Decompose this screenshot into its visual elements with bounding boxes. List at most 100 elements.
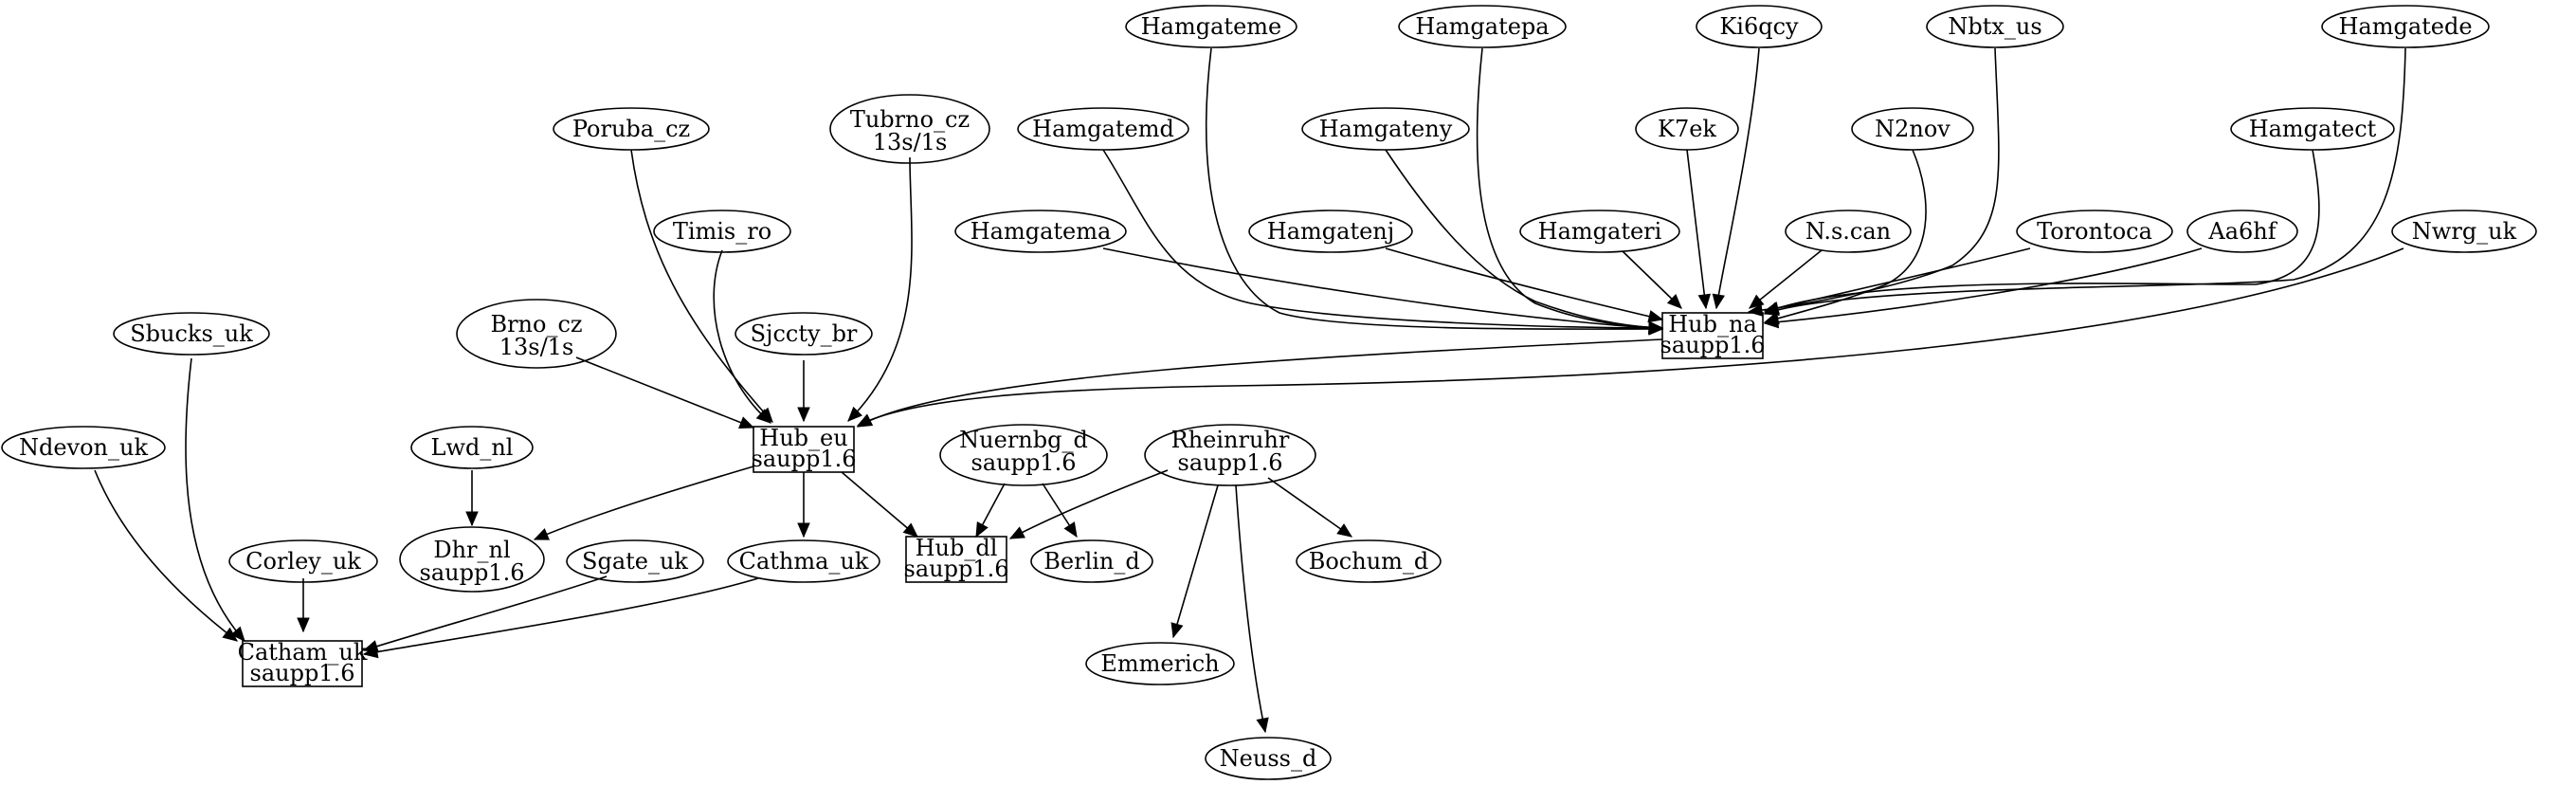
edge-cathma_uk-catham_uk [363, 577, 759, 655]
node-sublabel: saupp1.6 [250, 660, 355, 686]
node-label: Torontoca [2037, 218, 2152, 245]
node-sjccty_br[interactable]: Sjccty_br [735, 312, 873, 356]
node-neuss_d[interactable]: Neuss_d [1205, 737, 1332, 780]
edge-hamgatemd-hub_na [1102, 149, 1663, 329]
node-sbucks_uk[interactable]: Sbucks_uk [113, 312, 270, 356]
node-corley_uk[interactable]: Corley_uk [228, 539, 378, 583]
node-sublabel: saupp1.6 [752, 446, 857, 472]
edge-ki6qcy-hub_na [1715, 47, 1760, 309]
node-bochum_d[interactable]: Bochum_d [1296, 539, 1442, 583]
node-ndevon_uk[interactable]: Ndevon_uk [1, 426, 166, 469]
edge-hub_eu-hub_dl-arrowhead [902, 522, 918, 538]
node-label: Hamgateme [1141, 13, 1281, 40]
node-label: Hamgatepa [1415, 13, 1549, 40]
edge-brno_cz-hub_eu-arrowhead [738, 416, 755, 429]
edge-rheinruhr-hub_dl [1009, 469, 1169, 539]
edge-k7ek-hub_na-arrowhead [1697, 293, 1711, 310]
node-label: Hamgatemd [1032, 116, 1174, 142]
node-sublabel: 13s/1s [499, 334, 574, 360]
node-label: Berlin_d [1043, 548, 1139, 575]
edge-timis_ro-hub_eu-arrowhead [755, 409, 771, 424]
edge-ndevon_uk-catham_uk-arrowhead [222, 627, 239, 642]
edge-hamgatenj-hub_na [1385, 247, 1663, 320]
node-label: Sbucks_uk [130, 320, 253, 347]
node-lwd_nl[interactable]: Lwd_nl [410, 426, 534, 469]
node-n2nov[interactable]: N2nov [1851, 107, 1974, 151]
node-hamgateme[interactable]: Hamgateme [1125, 5, 1297, 48]
node-berlin_d[interactable]: Berlin_d [1030, 539, 1153, 583]
edge-hamgatema-hub_na-arrowhead [1648, 321, 1664, 335]
node-hamgateny[interactable]: Hamgateny [1301, 107, 1470, 151]
node-label: Ndevon_uk [19, 434, 148, 461]
node-nbtx_us[interactable]: Nbtx_us [1926, 5, 2064, 48]
edge-ndevon_uk-catham_uk [94, 469, 238, 642]
node-torontoca[interactable]: Torontoca [2016, 210, 2173, 253]
node-timis_ro[interactable]: Timis_ro [653, 210, 791, 253]
edge-timis_ro-hub_eu [713, 249, 771, 424]
edge-tubrno_cz-hub_eu-arrowhead [847, 406, 862, 422]
edge-hub_eu-dhr_nl-arrowhead [533, 528, 550, 540]
node-sublabel: saupp1.6 [971, 449, 1077, 476]
node-hamgatede[interactable]: Hamgatede [2321, 5, 2490, 48]
node-label: Nuernbg_d [959, 427, 1088, 453]
edge-sbucks_uk-catham_uk-arrowhead [230, 626, 245, 642]
node-label: Dhr_nl [433, 537, 510, 563]
node-label: Poruba_cz [572, 116, 690, 142]
node-label: Hub_na [1668, 311, 1757, 338]
edge-rheinruhr-neuss_d [1235, 484, 1266, 733]
node-sublabel: saupp1.6 [904, 556, 1009, 582]
edge-rheinruhr-emmerich [1172, 484, 1219, 638]
node-label: Timis_ro [673, 218, 771, 245]
node-label: Sjccty_br [751, 320, 858, 347]
edge-hamgatema-hub_na [1102, 247, 1663, 330]
node-emmerich[interactable]: Emmerich [1085, 642, 1235, 685]
node-sgate_uk[interactable]: Sgate_uk [566, 539, 704, 583]
edge-hamgateme-hub_na [1206, 47, 1663, 330]
node-label: Rheinruhr [1171, 427, 1290, 453]
nodes-layer: Hamgateme Hamgatepa Ki6qcy Nbtx_us Hamga… [1, 5, 2537, 780]
node-n_s_can[interactable]: N.s.can [1785, 210, 1912, 253]
edge-k7ek-hub_na [1686, 149, 1707, 309]
node-label: Sgate_uk [582, 548, 688, 575]
edge-lwd_nl-dhr_nl-arrowhead [465, 511, 479, 527]
edge-aa6hf-hub_na-arrowhead [1763, 315, 1780, 329]
node-hamgatema[interactable]: Hamgatema [954, 210, 1127, 253]
node-label: Cathma_uk [739, 548, 869, 575]
node-hamgatepa[interactable]: Hamgatepa [1398, 5, 1567, 48]
edge-nuernbg_d-berlin_d-arrowhead [1063, 521, 1078, 539]
edge-sbucks_uk-catham_uk [185, 357, 245, 642]
node-cathma_uk[interactable]: Cathma_uk [727, 539, 880, 583]
node-label: Emmerich [1100, 650, 1219, 677]
edge-rheinruhr-neuss_d-arrowhead [1256, 717, 1269, 734]
node-label: Lwd_nl [431, 434, 514, 461]
arrowheads-layer [222, 293, 1780, 734]
node-label: K7ek [1658, 116, 1716, 142]
edge-hub_na-hub_eu [857, 338, 1663, 428]
edge-nwrg_uk-hub_eu-arrowhead [856, 413, 873, 427]
node-label: N2nov [1875, 116, 1950, 142]
node-nwrg_uk[interactable]: Nwrg_uk [2391, 210, 2537, 253]
edge-hamgateri-hub_na-arrowhead [1666, 294, 1682, 309]
node-label: Hamgateri [1538, 218, 1662, 245]
node-k7ek[interactable]: K7ek [1635, 107, 1739, 151]
node-hamgatemd[interactable]: Hamgatemd [1017, 107, 1189, 151]
node-hamgatect[interactable]: Hamgatect [2230, 107, 2395, 151]
node-ki6qcy[interactable]: Ki6qcy [1696, 5, 1823, 48]
node-aa6hf[interactable]: Aa6hf [2186, 210, 2298, 253]
edge-hamgatepa-hub_na [1476, 47, 1663, 329]
node-sublabel: saupp1.6 [420, 559, 525, 586]
node-hamgateri[interactable]: Hamgateri [1519, 210, 1680, 253]
node-poruba_cz[interactable]: Poruba_cz [553, 107, 710, 151]
edge-corley_uk-catham_uk-arrowhead [297, 617, 310, 633]
edge-n2nov-hub_na [1764, 149, 1927, 323]
node-hamgatenj[interactable]: Hamgatenj [1248, 210, 1413, 253]
